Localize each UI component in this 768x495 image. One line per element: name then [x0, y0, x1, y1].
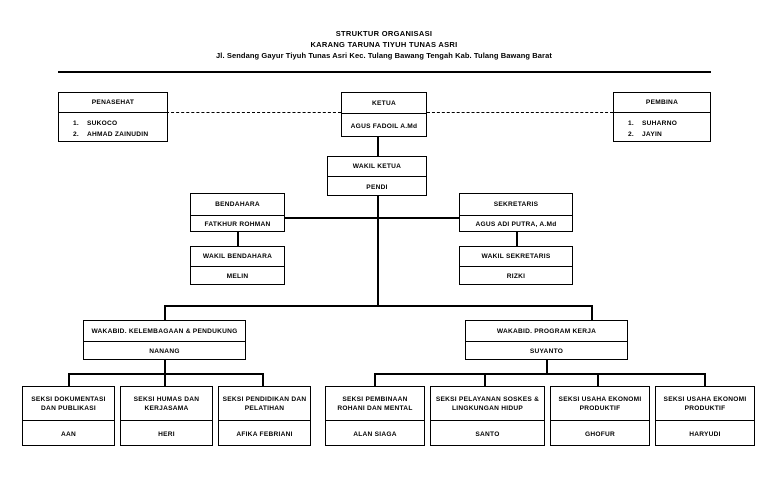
connector-seksi-usaha1-drop [597, 373, 599, 386]
node-wakil-bendahara-name: MELIN [191, 266, 284, 286]
node-bendahara-name: FATKHUR ROHMAN [191, 215, 284, 233]
node-bendahara-title: BENDAHARA [215, 201, 260, 208]
node-seksi-pembinaan[interactable]: SEKSI PEMBINAAN ROHANI DAN MENTAL ALAN S… [325, 386, 425, 446]
node-penasehat[interactable]: PENASEHAT 1. SUKOCO 2. AHMAD ZAINUDIN [58, 92, 168, 142]
node-seksi-usaha-1[interactable]: SEKSI USAHA EKONOMI PRODUKTIF GHOFUR [550, 386, 650, 446]
list-item-number: 1. [73, 120, 79, 127]
node-wakil-bendahara-title: WAKIL BENDAHARA [202, 253, 273, 260]
node-seksi-dokumentasi-title: SEKSI DOKUMENTASI DAN PUBLIKASI [31, 395, 106, 412]
node-seksi-dokumentasi[interactable]: SEKSI DOKUMENTASI DAN PUBLIKASI AAN [22, 386, 115, 446]
node-wakabid-kelembagaan-name: NANANG [84, 341, 245, 361]
node-wakabid-kelembagaan-title: WAKABID. KELEMBAGAAN & PENDUKUNG [91, 327, 238, 335]
node-seksi-usaha-2-title: SEKSI USAHA EKONOMI PRODUKTIF [663, 395, 747, 412]
connector-wakabid-left-down [164, 360, 166, 374]
connector-seksi-pendidikan-drop [262, 373, 264, 386]
connector-ketua-wakilketua [377, 137, 379, 156]
node-seksi-usaha-2-name: HARYUDI [656, 420, 754, 447]
list-item-label: JAYIN [642, 131, 663, 138]
node-penasehat-members: 1. SUKOCO 2. AHMAD ZAINUDIN [59, 112, 167, 143]
organization-name: KARANG TARUNA TIYUH TUNAS ASRI [310, 40, 458, 49]
connector-seksi-right-bar [374, 373, 705, 375]
list-item-label: SUKOCO [87, 120, 118, 127]
node-seksi-pendidikan-name: AFIKA FEBRIANI [219, 420, 310, 447]
node-sekretaris-name: AGUS ADI PUTRA, A.Md [460, 215, 572, 233]
node-wakil-bendahara[interactable]: WAKIL BENDAHARA MELIN [190, 246, 285, 285]
list-item-number: 2. [73, 131, 79, 138]
connector-ketua-pembina-dashed [427, 112, 613, 113]
node-bendahara[interactable]: BENDAHARA FATKHUR ROHMAN [190, 193, 285, 232]
node-seksi-usaha-1-name: GHOFUR [551, 420, 649, 447]
connector-seksi-humas-drop [164, 373, 166, 386]
node-seksi-pembinaan-title: SEKSI PEMBINAAN ROHANI DAN MENTAL [337, 395, 413, 412]
node-pembina-title: PEMBINA [645, 99, 679, 106]
connector-seksi-dokumentasi-drop [68, 373, 70, 386]
node-wakabid-program-title: WAKABID. PROGRAM KERJA [496, 327, 597, 335]
node-ketua-title: KETUA [372, 99, 396, 107]
header-divider-rule [58, 71, 711, 73]
node-wakabid-program-name: SUYANTO [466, 341, 627, 361]
node-seksi-pendidikan[interactable]: SEKSI PENDIDIKAN DAN PELATIHAN AFIKA FEB… [218, 386, 311, 446]
list-item: 2. JAYIN [628, 129, 710, 140]
node-seksi-pelayanan-name: SANTO [431, 420, 544, 447]
node-pembina[interactable]: PEMBINA 1. SUHARNO 2. JAYIN [613, 92, 711, 142]
node-seksi-dokumentasi-name: AAN [23, 420, 114, 447]
node-wakil-sekretaris-title: WAKIL SEKRETARIS [481, 253, 551, 260]
list-item: 2. AHMAD ZAINUDIN [73, 129, 167, 140]
connector-wakabid-left-drop [164, 305, 166, 320]
list-item: 1. SUHARNO [628, 118, 710, 129]
node-sekretaris-title: SEKRETARIS [493, 201, 539, 208]
node-wakil-sekretaris[interactable]: WAKIL SEKRETARIS RIZKI [459, 246, 573, 285]
document-title-block: STRUKTUR ORGANISASI KARANG TARUNA TIYUH … [0, 28, 768, 62]
node-seksi-humas[interactable]: SEKSI HUMAS DAN KERJASAMA HERI [120, 386, 213, 446]
list-item-number: 2. [628, 131, 634, 138]
connector-seksi-usaha2-drop [704, 373, 706, 386]
node-seksi-usaha-1-title: SEKSI USAHA EKONOMI PRODUKTIF [558, 395, 642, 412]
list-item-label: SUHARNO [642, 120, 678, 127]
node-seksi-pelayanan-title: SEKSI PELAYANAN SOSKES & LINGKUNGAN HIDU… [435, 395, 540, 412]
node-seksi-pendidikan-title: SEKSI PENDIDIKAN DAN PELATIHAN [222, 395, 307, 412]
connector-wakilketua-down [377, 196, 379, 306]
connector-wakabid-right-drop [591, 305, 593, 320]
node-seksi-usaha-2[interactable]: SEKSI USAHA EKONOMI PRODUKTIF HARYUDI [655, 386, 755, 446]
connector-seksi-pelayanan-drop [484, 373, 486, 386]
list-item-label: AHMAD ZAINUDIN [87, 131, 149, 138]
list-item: 1. SUKOCO [73, 118, 167, 129]
connector-wakabid-bar [164, 305, 592, 307]
node-sekretaris[interactable]: SEKRETARIS AGUS ADI PUTRA, A.Md [459, 193, 573, 232]
node-seksi-pelayanan[interactable]: SEKSI PELAYANAN SOSKES & LINGKUNGAN HIDU… [430, 386, 545, 446]
connector-bendahara-wakil [237, 232, 239, 247]
node-ketua[interactable]: KETUA AGUS FADOIL A.Md [341, 92, 427, 137]
node-wakil-ketua[interactable]: WAKIL KETUA PENDI [327, 156, 427, 196]
connector-wakabid-right-down [546, 360, 548, 374]
connector-sekretaris-wakil [516, 232, 518, 247]
connector-seksi-pembinaan-drop [374, 373, 376, 386]
node-seksi-humas-name: HERI [121, 420, 212, 447]
node-wakabid-program[interactable]: WAKABID. PROGRAM KERJA SUYANTO [465, 320, 628, 360]
connector-penasehat-ketua-dashed [166, 112, 341, 113]
list-item-number: 1. [628, 120, 634, 127]
node-wakil-ketua-name: PENDI [328, 176, 426, 197]
page-title: STRUKTUR ORGANISASI [335, 29, 433, 38]
node-wakil-ketua-title: WAKIL KETUA [352, 163, 402, 170]
node-wakabid-kelembagaan[interactable]: WAKABID. KELEMBAGAAN & PENDUKUNG NANANG [83, 320, 246, 360]
connector-bendahara-sekretaris-bar [277, 217, 477, 219]
node-wakil-sekretaris-name: RIZKI [460, 266, 572, 286]
node-penasehat-title: PENASEHAT [91, 99, 135, 106]
node-pembina-members: 1. SUHARNO 2. JAYIN [614, 112, 710, 143]
node-seksi-humas-title: SEKSI HUMAS DAN KERJASAMA [133, 395, 200, 412]
node-seksi-pembinaan-name: ALAN SIAGA [326, 420, 424, 447]
organization-address: Jl. Sendang Gayur Tiyuh Tunas Asri Kec. … [216, 51, 552, 60]
node-ketua-name: AGUS FADOIL A.Md [342, 113, 426, 138]
